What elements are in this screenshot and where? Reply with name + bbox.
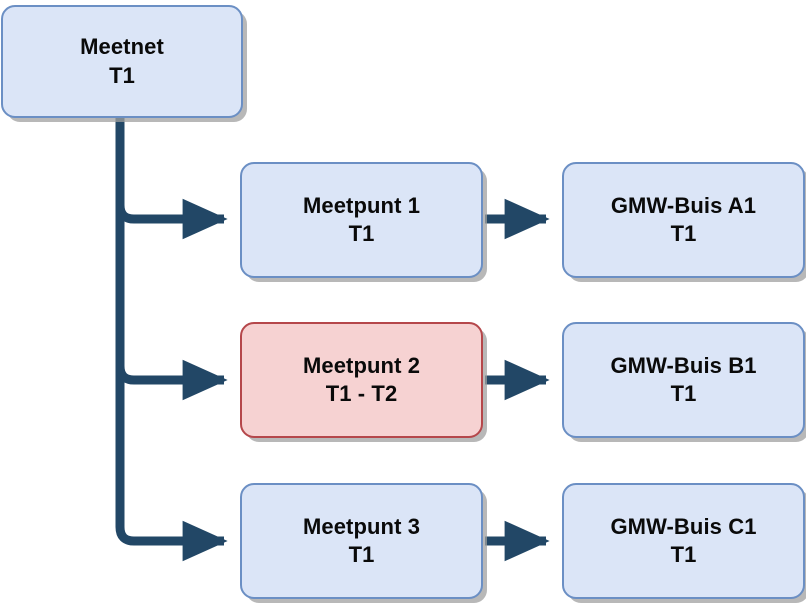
node-gmw-buis-b1-period: T1	[670, 381, 697, 406]
node-meetpunt-3[interactable]: Meetpunt 3 T1	[240, 483, 483, 599]
node-meetpunt-2-period: T1 - T2	[325, 381, 398, 406]
node-gmw-buis-b1[interactable]: GMW-Buis B1 T1	[562, 322, 805, 438]
node-gmw-buis-a1[interactable]: GMW-Buis A1 T1	[562, 162, 805, 278]
edge-meetnet-to-meetpunt-1	[115, 118, 228, 240]
edge-meetnet-to-meetpunt-3	[115, 520, 228, 562]
node-gmw-buis-a1-period: T1	[670, 221, 697, 246]
node-meetpunt-1[interactable]: Meetpunt 1 T1	[240, 162, 483, 278]
node-meetpunt-1-name: Meetpunt 1	[302, 192, 421, 218]
node-meetpunt-2-name: Meetpunt 2	[302, 352, 421, 378]
edge-meetnet-to-meetpunt-2	[115, 359, 228, 401]
node-gmw-buis-c1[interactable]: GMW-Buis C1 T1	[562, 483, 805, 599]
node-meetnet[interactable]: Meetnet T1	[1, 5, 243, 118]
node-gmw-buis-c1-period: T1	[670, 542, 697, 567]
node-meetnet-name: Meetnet	[80, 34, 164, 60]
node-meetpunt-1-period: T1	[348, 221, 375, 246]
node-gmw-buis-b1-name: GMW-Buis B1	[610, 352, 757, 378]
node-gmw-buis-c1-name: GMW-Buis C1	[610, 513, 757, 539]
node-gmw-buis-a1-name: GMW-Buis A1	[610, 192, 757, 218]
node-meetpunt-2[interactable]: Meetpunt 2 T1 - T2	[240, 322, 483, 438]
node-meetnet-period: T1	[109, 62, 135, 88]
node-meetpunt-3-period: T1	[348, 542, 375, 567]
node-meetpunt-3-name: Meetpunt 3	[302, 513, 421, 539]
